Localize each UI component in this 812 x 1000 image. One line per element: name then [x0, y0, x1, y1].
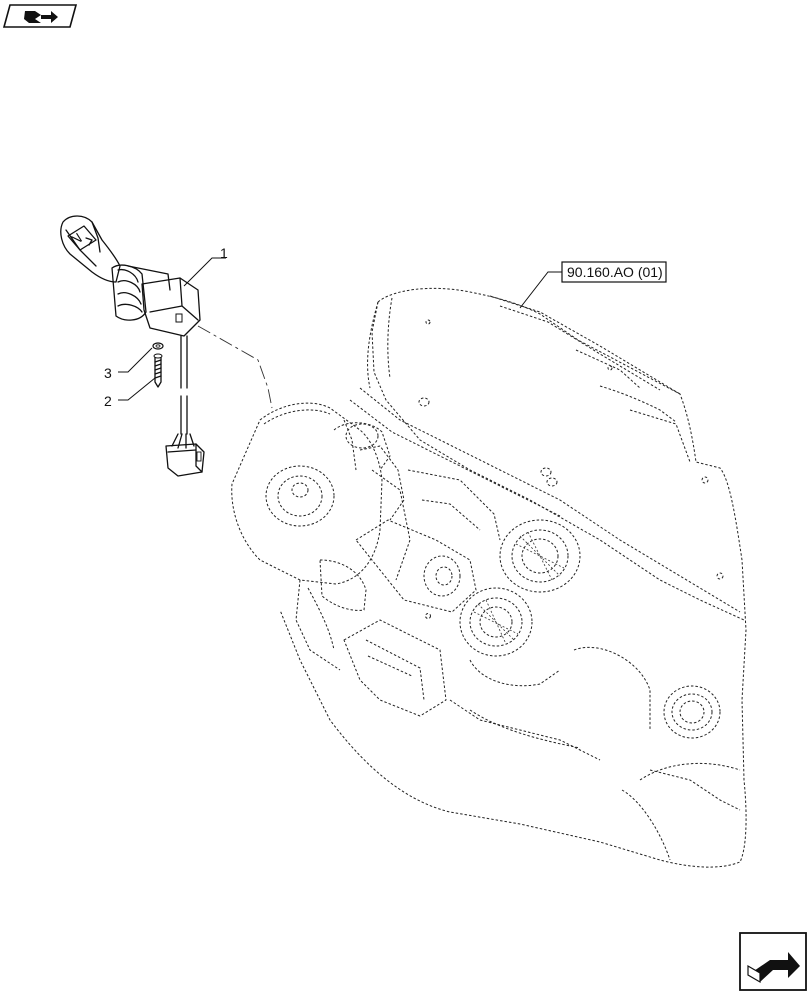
dashboard-assembly — [231, 287, 747, 868]
callout-3-label: 3 — [104, 365, 112, 381]
screw-part — [153, 353, 163, 388]
callout-2-label: 2 — [104, 393, 112, 409]
assembly-phantom-line — [197, 325, 273, 409]
nav-next-button[interactable] — [739, 932, 807, 991]
book-arrow-icon — [24, 11, 58, 23]
lever-switch-part: N — [60, 215, 205, 477]
lever-symbol-label: N — [68, 229, 85, 248]
callout-3: 3 — [104, 347, 153, 381]
cross-reference-90-160-AO[interactable]: 90.160.AO (01) — [519, 261, 667, 309]
next-page-arrow-icon — [747, 952, 800, 984]
nav-book-button[interactable] — [2, 4, 78, 28]
callout-1-label: 1 — [220, 245, 228, 261]
callout-1: 1 — [183, 245, 228, 287]
callout-2: 2 — [104, 377, 156, 409]
washer-part — [152, 342, 164, 350]
cross-reference-label: 90.160.AO (01) — [567, 264, 663, 280]
